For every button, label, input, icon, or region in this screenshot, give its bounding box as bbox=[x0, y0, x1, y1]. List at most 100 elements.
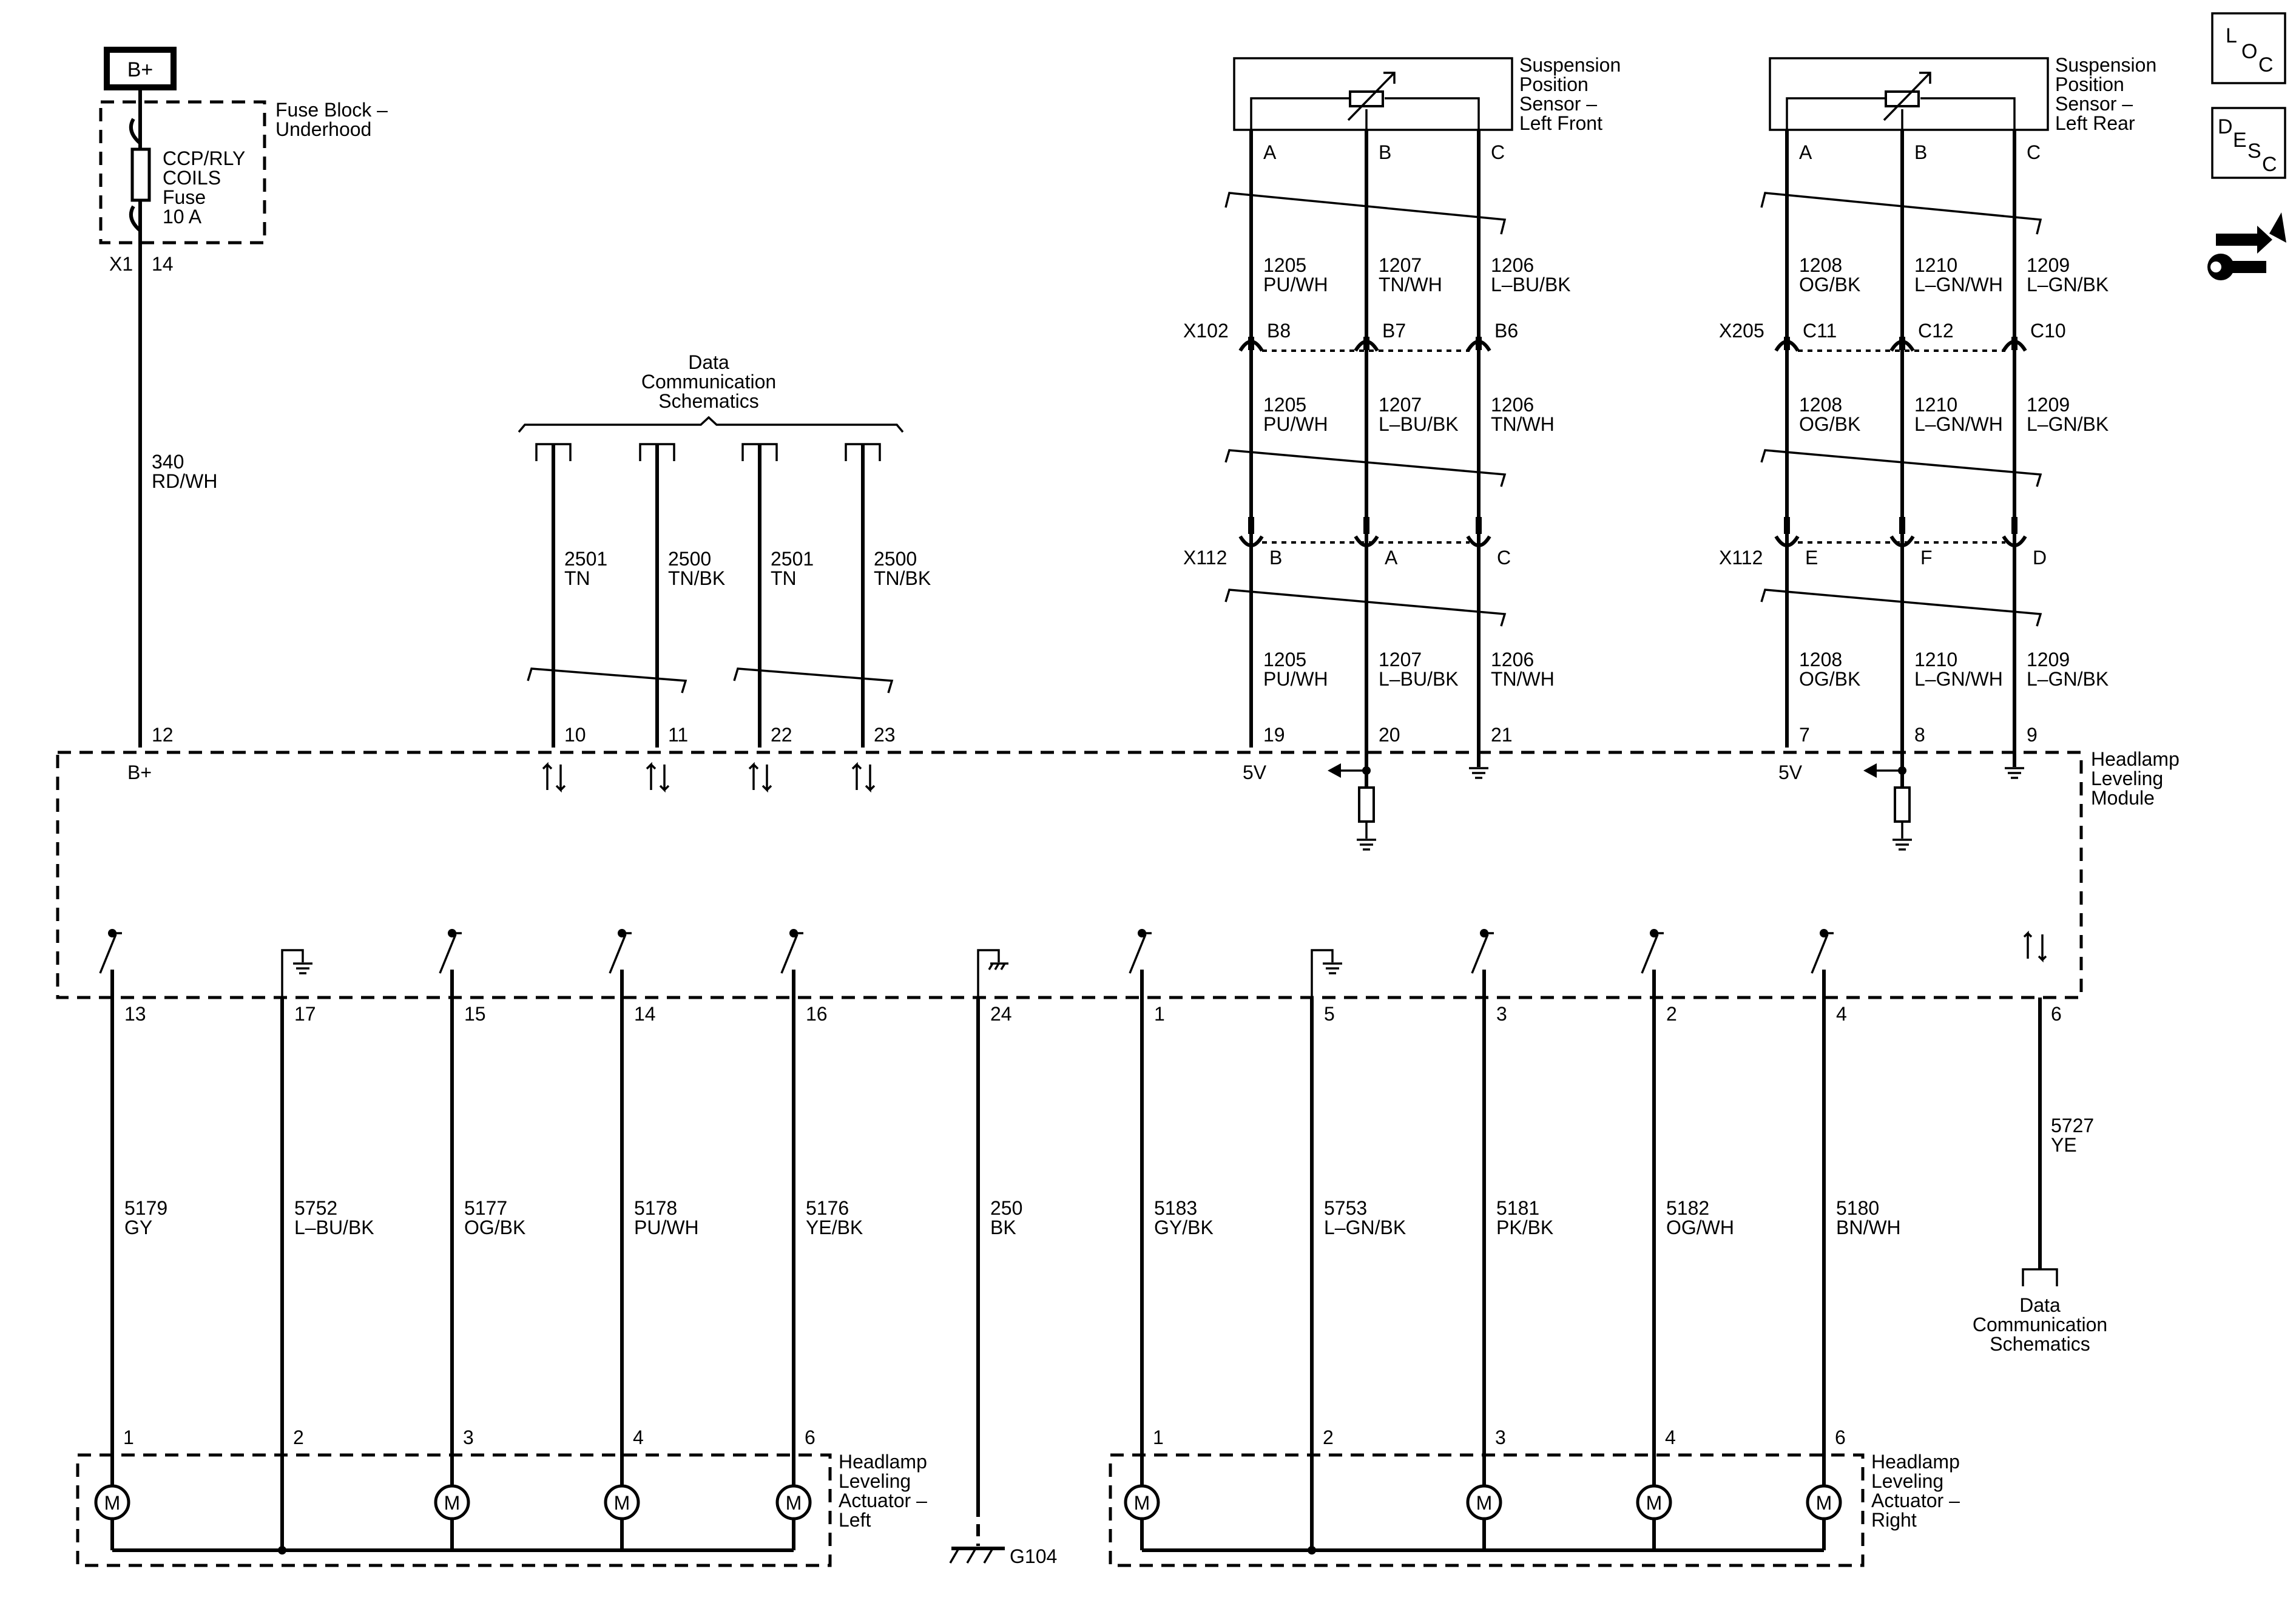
sensor-module-pin: 8 bbox=[1914, 724, 1925, 746]
motor-label: M bbox=[1816, 1492, 1832, 1514]
inline-connector-name: X205 bbox=[1719, 320, 1764, 342]
potentiometer-arrow bbox=[1883, 72, 1931, 121]
actuator-wire-color: L–GN/BK bbox=[1324, 1217, 1406, 1238]
shield-mark bbox=[1760, 192, 2042, 235]
motor-symbol bbox=[775, 1484, 812, 1521]
relay-switch-blade bbox=[1811, 934, 1829, 974]
fuse-symbol bbox=[129, 118, 151, 232]
wire-circuit: 1207 bbox=[1379, 254, 1422, 276]
actuator-left-label-3: Actuator – bbox=[839, 1490, 927, 1511]
relay-switch-blade bbox=[780, 934, 799, 974]
relay-switch-blade bbox=[609, 934, 627, 974]
motor-label: M bbox=[104, 1492, 121, 1514]
actuator-pin: 6 bbox=[1835, 1426, 1846, 1448]
ground-lead bbox=[281, 949, 304, 998]
connector-splice bbox=[1354, 535, 1379, 547]
inline-connector-pin: B bbox=[1269, 547, 1282, 569]
shield-mark bbox=[1224, 589, 1507, 627]
sensor-left-rear-label-4: Left Rear bbox=[2055, 112, 2135, 134]
wire-color: L–GN/BK bbox=[2027, 274, 2109, 295]
wire-circuit: 1210 bbox=[1914, 254, 1957, 276]
data-comm-module-pin: 23 bbox=[874, 724, 896, 746]
sensor-pin-label: C bbox=[2027, 141, 2041, 163]
wire-circuit: 1205 bbox=[1263, 394, 1306, 416]
inline-connector-pin: F bbox=[1920, 547, 1933, 569]
sensor-pin-label: C bbox=[1491, 141, 1505, 163]
sensor-left-rear-label-3: Sensor – bbox=[2055, 93, 2133, 115]
actuator-right-label-4: Right bbox=[1871, 1509, 1917, 1531]
connector-pin-block bbox=[1248, 517, 1254, 534]
actuator-pin: 1 bbox=[123, 1426, 134, 1448]
inline-connector-name: X112 bbox=[1719, 547, 1763, 569]
bidirectional-arrow-down bbox=[555, 765, 566, 793]
sensor-module-pin: 20 bbox=[1379, 724, 1400, 746]
connector-pin-block bbox=[1476, 337, 1482, 350]
sensor-internal-wire bbox=[1920, 97, 2016, 138]
relay-switch-blade bbox=[439, 934, 457, 974]
actuator-wire-color: PU/WH bbox=[634, 1217, 699, 1238]
relay-switch-blade bbox=[1641, 934, 1659, 974]
connector-splice bbox=[2002, 535, 2027, 547]
connector-pin-block bbox=[1784, 337, 1790, 350]
actuator-wire-circuit: 5752 bbox=[294, 1197, 337, 1219]
connector-pin-block bbox=[1363, 517, 1369, 534]
bplus-source: B+ bbox=[104, 47, 177, 90]
desc-icon[interactable]: D E S C bbox=[2211, 107, 2286, 179]
connector-tool-icon[interactable] bbox=[2207, 212, 2286, 280]
actuator-right-label-2: Leveling bbox=[1871, 1470, 1943, 1492]
actuator-pin: 4 bbox=[1665, 1426, 1676, 1448]
data-comm-top-label-3: Schematics bbox=[658, 390, 758, 412]
data-comm-wire-circuit: 2501 bbox=[564, 548, 607, 570]
actuator-wire-circuit: 5181 bbox=[1496, 1197, 1539, 1219]
connector-splice bbox=[1466, 535, 1491, 547]
data-comm-module-pin: 10 bbox=[564, 724, 586, 746]
data-comm-top-label-2: Communication bbox=[641, 371, 776, 393]
sensor-internal-wire bbox=[1250, 97, 1360, 138]
motor-label: M bbox=[786, 1492, 802, 1514]
svg-text:D: D bbox=[2218, 115, 2233, 138]
actuator-wire-color: OG/BK bbox=[464, 1217, 525, 1238]
actuator-right-outline bbox=[1109, 1453, 1865, 1567]
actuator-wire-circuit: 5753 bbox=[1324, 1197, 1367, 1219]
wire-color: PU/WH bbox=[1263, 668, 1328, 690]
actuator-right-label-3: Actuator – bbox=[1871, 1490, 1960, 1511]
motor-symbol bbox=[604, 1484, 640, 1521]
loc-icon[interactable]: L O C bbox=[2211, 12, 2286, 84]
motor-symbol bbox=[1124, 1484, 1160, 1521]
module-output-pin: 3 bbox=[1496, 1003, 1507, 1025]
data-comm-wire-color: TN/BK bbox=[668, 567, 725, 589]
svg-text:C: C bbox=[2262, 153, 2277, 176]
twisted-pair-mark bbox=[527, 667, 687, 694]
wire-color: TN/WH bbox=[1491, 668, 1555, 690]
module-output-pin: 4 bbox=[1836, 1003, 1847, 1025]
ground-label: G104 bbox=[1010, 1545, 1057, 1567]
actuator-left-label-1: Headlamp bbox=[839, 1451, 927, 1473]
chassis-hatch bbox=[988, 963, 1006, 970]
inline-connector-pin: B6 bbox=[1494, 320, 1518, 342]
sensor-module-pin: 9 bbox=[2027, 724, 2038, 746]
relay-switch-blade bbox=[1129, 934, 1147, 974]
power-wire-circuit: 340 bbox=[152, 451, 184, 473]
actuator-pin: 2 bbox=[1323, 1426, 1334, 1448]
actuator-wire-color: BN/WH bbox=[1836, 1217, 1901, 1238]
wire-color: L–GN/BK bbox=[2027, 668, 2109, 690]
module-output-pin: 17 bbox=[294, 1003, 316, 1025]
sensor-left-rear-label-2: Position bbox=[2055, 73, 2124, 95]
power-wire-color: RD/WH bbox=[152, 470, 217, 492]
ground-lead bbox=[1311, 949, 1334, 998]
module-label-3: Module bbox=[2091, 787, 2155, 809]
data-comm-module-pin: 11 bbox=[668, 724, 688, 746]
inline-connector-pin: C10 bbox=[2030, 320, 2066, 342]
module-output-pin: 5 bbox=[1324, 1003, 1335, 1025]
inline-connector-name: X102 bbox=[1183, 320, 1229, 342]
connector-pin-block bbox=[2011, 517, 2017, 534]
actuator-wire-color: L–BU/BK bbox=[294, 1217, 374, 1238]
signal-arrow-head bbox=[1328, 763, 1341, 778]
module-output-pin: 13 bbox=[124, 1003, 146, 1025]
module-label-2: Leveling bbox=[2091, 768, 2163, 789]
fuse-name-1: CCP/RLY bbox=[163, 147, 245, 169]
wire-color: OG/BK bbox=[1799, 274, 1860, 295]
wire-color: L–BU/BK bbox=[1379, 668, 1459, 690]
